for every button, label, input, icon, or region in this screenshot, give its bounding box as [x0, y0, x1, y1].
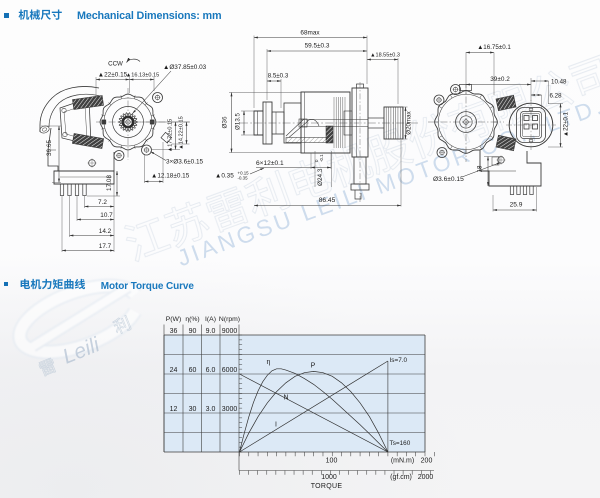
table-cell: 9000	[222, 328, 238, 335]
section1-header	[4, 13, 9, 18]
dia-bore: Ø24.3	[317, 168, 324, 186]
dim-height: 36.65	[46, 140, 53, 156]
table-cell: 90	[189, 328, 197, 335]
dim-od: ▲Ø37.85±0.03	[163, 64, 207, 71]
v3-dim-b: 6.28	[550, 93, 563, 100]
table-header: N(rpm)	[219, 316, 240, 323]
chart-grid-and-curves	[163, 324, 435, 475]
len-max: 68max	[300, 30, 320, 37]
view-front-dims: ▲22±0.15▲16.13±0.15▲Ø37.85±0.03 CCW ▲17.72…	[41, 57, 207, 252]
table-cell: 3.0	[206, 406, 216, 413]
axis1-unit: (mN.m)	[391, 458, 414, 465]
gap-sup: +0.15	[238, 171, 250, 176]
table-header: I(A)	[205, 316, 216, 323]
table-cell: 60	[189, 367, 197, 374]
view-section	[240, 82, 418, 204]
dim-v2: ▲14.22±0.15	[179, 116, 185, 150]
gap-main: ▲0.35	[215, 173, 234, 180]
v3-dim-conn: ▲22±0.1	[563, 111, 570, 137]
view-rear-dims: ▲16.75±0.1 39±0.2 10.48 6.28 ▲22±0.1 18Ø3.6±0…	[433, 44, 570, 212]
table-cell: 36	[170, 328, 178, 335]
len3: 8.5±0.3	[268, 73, 289, 80]
len-total: 86.45	[319, 197, 336, 204]
logo-zh-left	[38, 357, 57, 377]
len2: ▲18.55±0.3	[370, 53, 400, 59]
curve-label-p: P	[311, 363, 316, 370]
table-cell: 3000	[222, 406, 238, 413]
section2-bullet-icon	[3, 281, 9, 287]
v3-dim-span: 39±0.2	[490, 76, 510, 83]
slot: 6×12±0.1	[256, 160, 284, 167]
dia-body: Ø36	[222, 116, 229, 129]
dim-pin: 17.7	[99, 243, 112, 250]
gap-sub: -0.35	[238, 176, 249, 181]
curve-I	[239, 360, 389, 453]
stall-torque-label: Ts=160	[390, 440, 411, 447]
dim-hspan: ▲12.18±0.15	[151, 173, 190, 180]
v3-dim-w: 25.9	[510, 202, 523, 209]
curve-P	[239, 371, 389, 453]
stall-current-label: Is=7.0	[390, 357, 408, 364]
view-rear	[428, 84, 556, 195]
section1-title-en: Mechanical Dimensions: mm	[77, 10, 221, 22]
dia-bore-sub: -0.1	[319, 154, 324, 162]
table-cell: 24	[170, 367, 178, 374]
section1-bullet-icon	[4, 13, 9, 18]
axis1-tick-200: 200	[421, 458, 433, 465]
curve-N	[239, 373, 389, 453]
table-header: P(W)	[166, 316, 181, 323]
table-cell: 9.0	[206, 328, 216, 335]
axis2-tick-2000: 2000	[418, 474, 434, 481]
curve-label-i: I	[275, 422, 277, 429]
curve-label-n: N	[283, 395, 288, 402]
axis2-unit: (gf.cm)	[390, 474, 412, 481]
logo-zh-right	[112, 314, 132, 334]
dim-holes: 3×Ø3.6±0.15	[166, 159, 204, 166]
dim-width: ▲22±0.15	[98, 72, 128, 79]
axis1-tick-100: 100	[326, 458, 338, 465]
ccw-label: CCW	[108, 61, 123, 68]
len1: 59.5±0.3	[305, 43, 330, 50]
x-axis-title: TORQUE	[311, 483, 343, 490]
curve-label-eta: η	[267, 359, 271, 366]
v3-dim-top: ▲16.75±0.1	[477, 44, 511, 51]
v3-dim-c: 18	[477, 165, 484, 172]
axis2-tick-1000: 1000	[321, 474, 337, 481]
dia-port: Ø13.5	[235, 113, 242, 130]
torque-chart: P(W) η(%) I(A)N(rpm) 36 90 9.0 9000 24 60 6.0 6000…	[163, 316, 435, 490]
logo-swirl	[12, 278, 142, 360]
dim-pin: 14.2	[99, 228, 112, 235]
dim-pin-h: 17.08	[106, 175, 113, 191]
table-cell: 30	[189, 406, 197, 413]
dia-gear: Ø20max	[406, 110, 413, 134]
table-cell: 6.0	[206, 367, 216, 374]
v3-dim-hole: Ø3.6±0.15	[433, 176, 464, 183]
table-cell: 12	[170, 406, 178, 413]
table-cell: 6000	[222, 367, 238, 374]
dim-v1: ▲17.72±0.15	[168, 119, 174, 153]
v3-dim-a: 10.48	[551, 79, 567, 86]
section2-title-en: Motor Torque Curve	[101, 281, 195, 292]
dim-width2: ▲16.13±0.15	[126, 73, 160, 79]
section1-title-zh	[18, 9, 62, 20]
section2-title-zh	[20, 278, 86, 290]
dia-bore-sup: 0	[314, 159, 319, 162]
section2-header	[3, 281, 9, 287]
table-header: η(%)	[185, 316, 199, 323]
dim-pin: 7.2	[98, 199, 107, 206]
curve-η	[239, 368, 389, 453]
dim-pin: 10.7	[100, 212, 113, 219]
